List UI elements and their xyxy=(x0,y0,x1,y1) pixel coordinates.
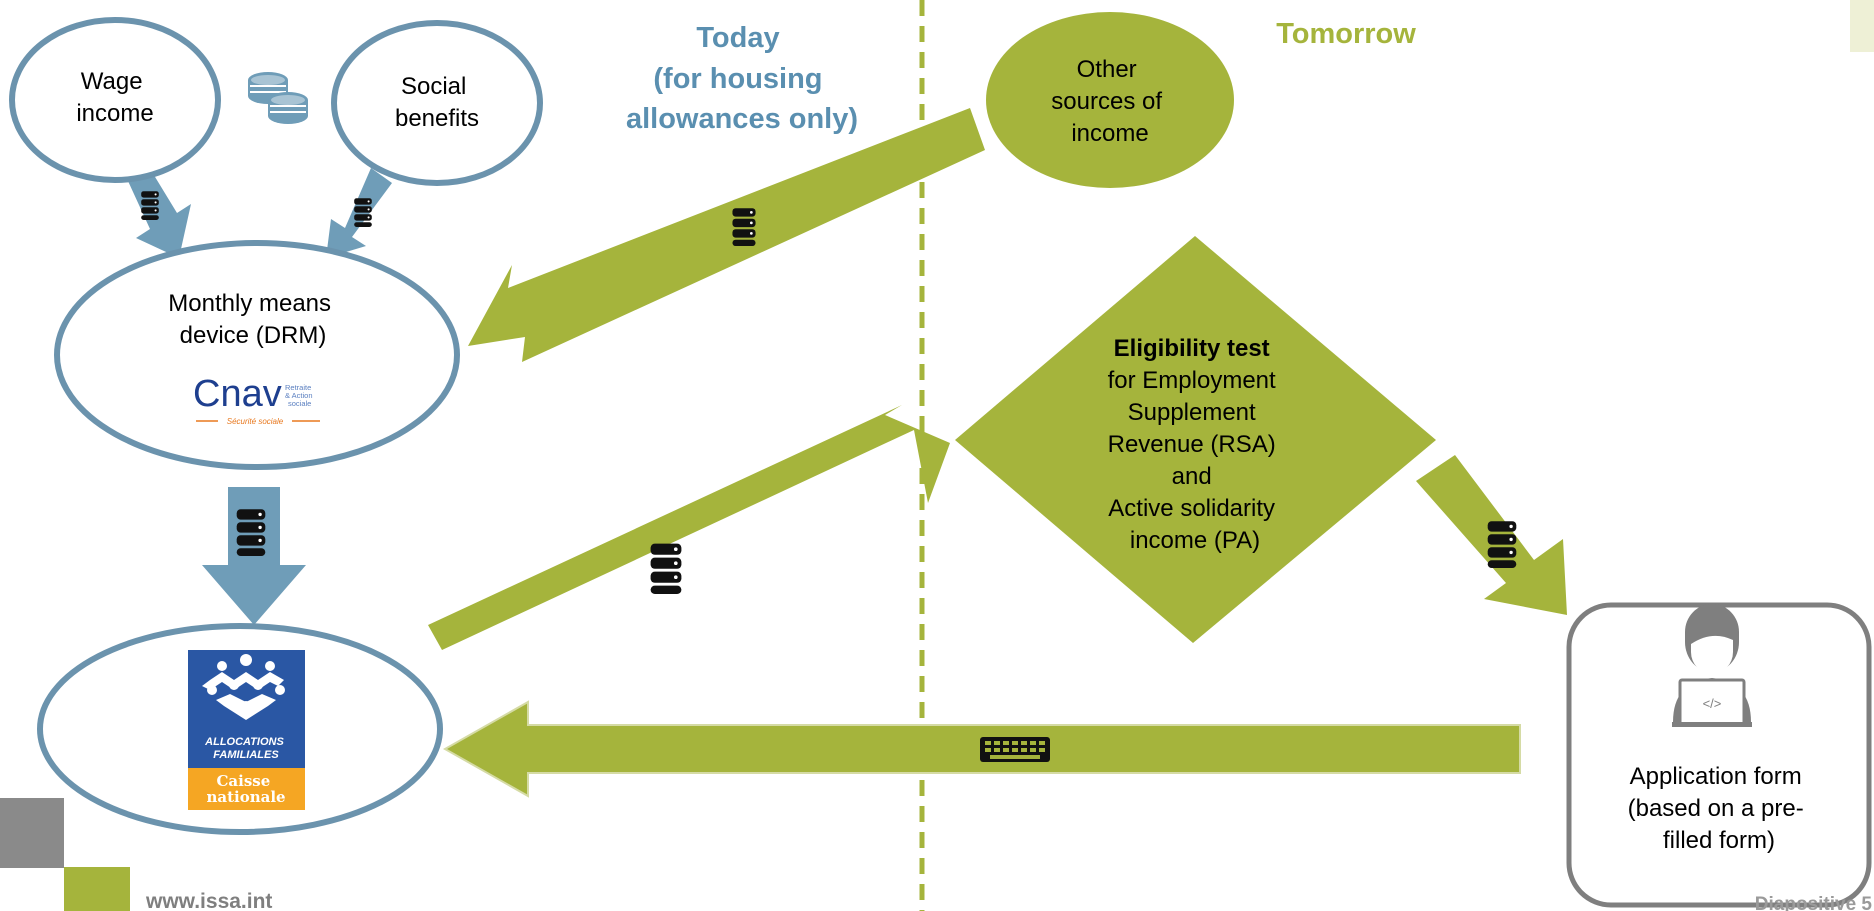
slide-number: Diapositive 5 xyxy=(1755,894,1873,911)
coins-icon xyxy=(248,72,308,124)
developer-laptop-icon: </> xyxy=(1672,604,1752,727)
arrow-drm-to-caf xyxy=(202,487,306,625)
svg-text:Retraite & Action: Retraite & Action sociale xyxy=(285,383,315,408)
eligibility-test-node xyxy=(955,236,1436,643)
database-icon xyxy=(1487,521,1517,568)
other-sources-node xyxy=(986,12,1234,188)
footer-square-gray xyxy=(0,798,64,868)
svg-text:</>: </> xyxy=(1703,696,1722,711)
social-benefits-node xyxy=(331,20,543,186)
database-icon xyxy=(650,543,682,594)
arrow-benefits-to-drm xyxy=(326,168,392,258)
wage-income-node xyxy=(9,17,221,183)
family-figures-icon xyxy=(202,654,285,720)
tomorrow-heading: Tomorrow xyxy=(1276,18,1416,50)
application-form-label: Application form (based on a pre- filled… xyxy=(1628,763,1811,854)
caf-logo: ALLOCATIONS FAMILIALES Caisse nationale xyxy=(188,650,305,810)
drm-label: Monthly means device (DRM) xyxy=(168,290,337,349)
svg-text:Caisse nationale: Caisse nationale xyxy=(206,772,285,806)
arrow-caf-to-eligibility xyxy=(428,405,950,650)
today-heading: Today (for housing allowances only) xyxy=(626,22,858,135)
svg-text:Cnav: Cnav xyxy=(193,373,282,415)
social-benefits-label: Social benefits xyxy=(395,73,479,132)
corner-tab xyxy=(1850,0,1874,52)
other-sources-label: Other sources of income xyxy=(1051,56,1168,147)
arrow-wage-to-drm xyxy=(128,167,191,258)
svg-text:ALLOCATIONS FAMILIALES: ALLOCATIONS FAMILIALES xyxy=(204,736,287,761)
cnav-logo: Cnav Retraite & Action sociale Sécurité … xyxy=(193,373,320,426)
arrow-other-to-drm xyxy=(468,108,985,362)
keyboard-icon xyxy=(980,737,1050,762)
svg-text:Sécurité sociale: Sécurité sociale xyxy=(227,417,284,426)
footer-square-green xyxy=(64,867,130,911)
eligibility-test-label: Eligibility test for Employment Suppleme… xyxy=(1108,335,1283,554)
database-icon xyxy=(236,509,266,556)
footer-url[interactable]: www.issa.int xyxy=(145,890,272,911)
drm-node xyxy=(54,240,460,470)
wage-income-label: Wage income xyxy=(76,68,153,127)
